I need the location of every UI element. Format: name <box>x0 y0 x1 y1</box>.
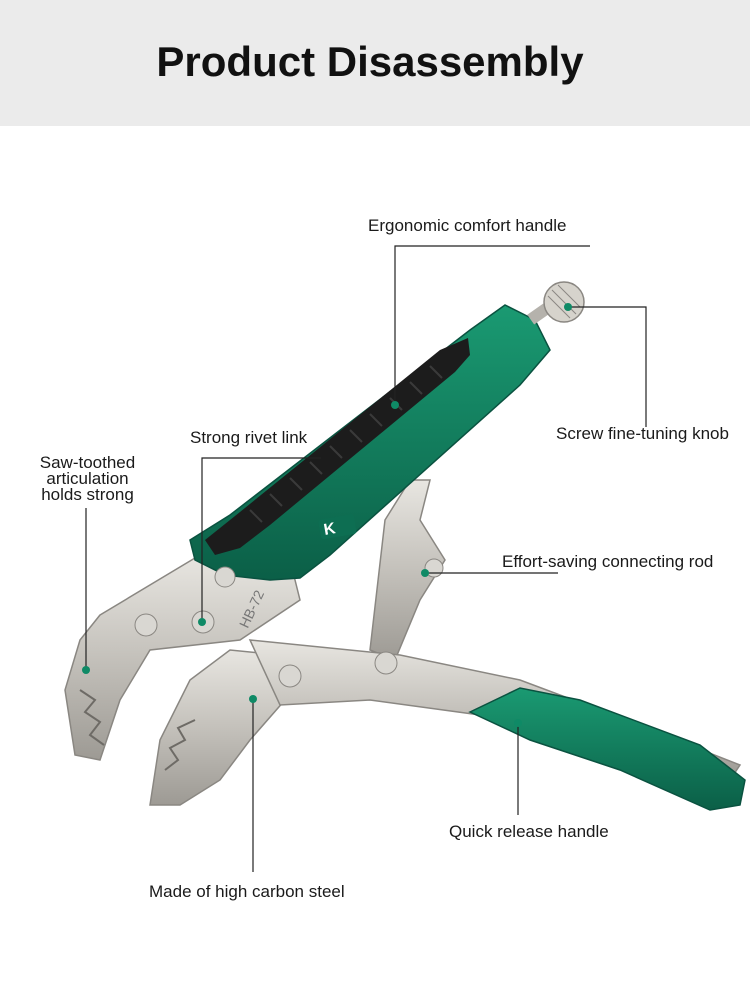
connecting-rod <box>369 479 446 661</box>
label-rivet-link: Strong rivet link <box>190 428 308 447</box>
label-saw-line-1: Saw-toothed <box>39 453 136 472</box>
grip-insert <box>205 338 470 555</box>
quick-release-handle <box>468 687 746 811</box>
dot-ergonomic <box>391 401 399 409</box>
leader-rivet <box>201 457 321 622</box>
label-saw-toothed: Saw-toothed articulation holds strong <box>30 453 145 504</box>
brand-logo: K <box>318 514 357 540</box>
label-connecting-rod: Effort-saving connecting rod <box>502 552 714 571</box>
rivet-3 <box>214 566 236 588</box>
label-ergonomic-handle: Ergonomic comfort handle <box>368 216 567 235</box>
dot-rod <box>421 569 429 577</box>
rivet-5 <box>374 651 398 675</box>
svg-text:K: K <box>322 520 337 539</box>
dot-carbon <box>249 695 257 703</box>
dot-saw <box>82 666 90 674</box>
label-carbon-steel: Made of high carbon steel <box>149 882 345 901</box>
dot-rivet <box>198 618 206 626</box>
rivet-1 <box>134 613 158 637</box>
dot-quick <box>514 719 522 727</box>
leader-ergonomic <box>394 245 590 405</box>
grip-ridges <box>249 365 443 523</box>
dot-screw <box>564 303 572 311</box>
label-saw-line-2: articulation <box>46 469 129 488</box>
rivet-4 <box>278 664 302 688</box>
page-title: Product Disassembly <box>156 38 584 85</box>
leader-screw <box>568 306 647 427</box>
upper-jaw-teeth <box>79 689 105 746</box>
header-banner <box>0 0 750 126</box>
label-quick-release: Quick release handle <box>449 822 609 841</box>
label-screw-knob: Screw fine-tuning knob <box>556 424 729 443</box>
label-saw-line-3: holds strong <box>41 485 134 504</box>
lower-jaw-teeth <box>164 719 196 771</box>
